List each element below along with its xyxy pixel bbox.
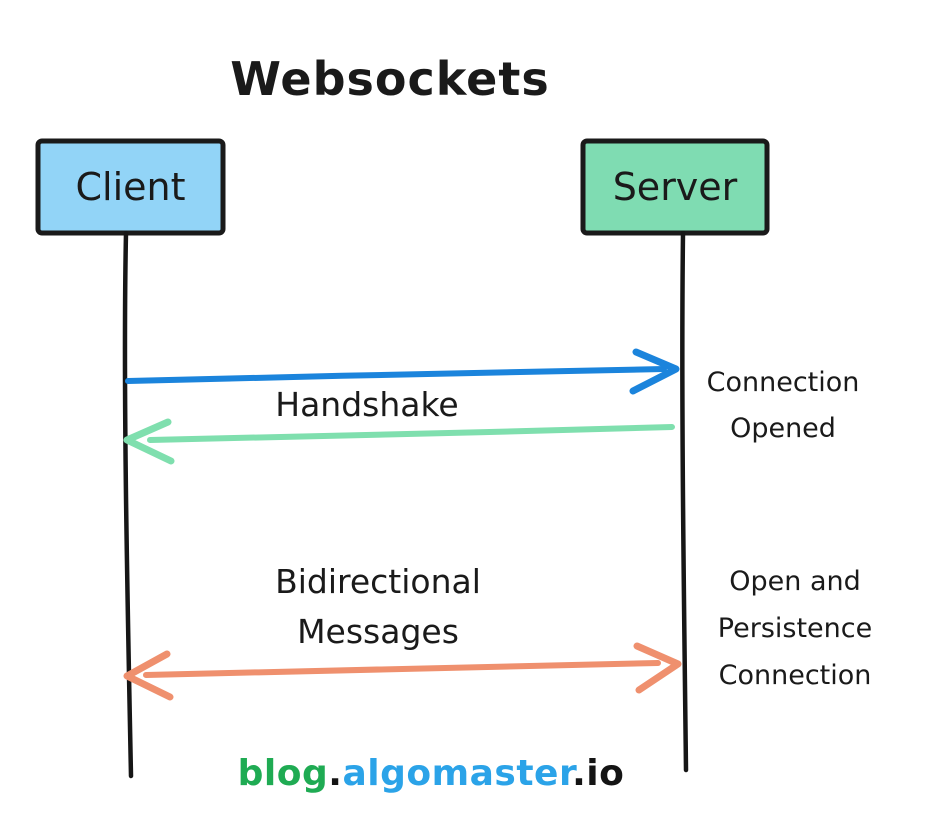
open-persistence-annotation: Open and Persistence Connection (693, 558, 897, 699)
bidirectional-arrow (143, 660, 661, 678)
client-actor-box (35, 138, 226, 236)
footer-blog-text: blog (237, 753, 329, 794)
server-actor-label: Server (612, 165, 738, 209)
bidirectional-label-line1: Bidirectional (275, 562, 481, 601)
open-persistence-line3: Connection (718, 660, 872, 691)
footer-io-text: .io (572, 753, 625, 794)
server-lifeline (680, 230, 689, 773)
handshake-request-arrow (125, 366, 667, 384)
connection-opened-line1: Connection (706, 367, 860, 398)
server-actor-box (580, 138, 770, 236)
footer-algomaster-text: algomaster (342, 753, 573, 794)
footer-branding: blog.algomaster.io (166, 753, 696, 794)
client-lifeline (122, 230, 134, 779)
footer-dot1: . (328, 753, 343, 794)
bidirectional-label-line2: Messages (297, 612, 459, 651)
connection-opened-line2: Opened (730, 413, 836, 444)
open-persistence-line2: Persistence (717, 613, 873, 644)
handshake-message-label: Handshake (275, 385, 459, 424)
page-title: Websockets (230, 52, 550, 106)
connection-opened-annotation: Connection Opened (688, 360, 878, 452)
bidirectional-right-arrowhead-icon (633, 642, 682, 694)
bidirectional-left-arrowhead-icon (123, 650, 174, 701)
bidirectional-message-label: Bidirectional Messages (228, 557, 528, 657)
open-persistence-line1: Open and (729, 566, 861, 597)
client-actor-label: Client (75, 165, 186, 209)
handshake-request-arrowhead-icon (629, 348, 680, 395)
handshake-response-arrow (147, 424, 675, 443)
handshake-response-arrowhead-icon (123, 418, 175, 465)
